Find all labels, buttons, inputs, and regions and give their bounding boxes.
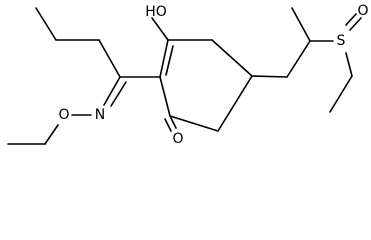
bond-c3-o-double — [164, 118, 172, 132]
bond-c3-c4 — [169, 115, 219, 132]
atom-label-sulfoxide-oxygen: O — [357, 3, 368, 19]
sulfoxide-oxygen-label: O — [357, 3, 368, 19]
hydroxyl-label: HO — [145, 4, 167, 20]
bond-s-ethyl-1 — [345, 52, 353, 77]
oxime-oxygen-label: O — [58, 107, 69, 123]
bond-s-o — [349, 17, 362, 31]
bond-c5-c6 — [211, 39, 253, 77]
bond-o-ethyl-1 — [44, 124, 59, 145]
bond-c-n — [103, 76, 121, 106]
sulfur-label: S — [337, 33, 346, 49]
bond-s-o-double — [345, 13, 357, 26]
bond-c1-c2 — [159, 39, 169, 78]
chemical-structure: HO N O O S O — [7, 3, 369, 147]
ring-bonds — [159, 39, 253, 132]
bond-c5-ch2 — [251, 75, 288, 78]
bond-s-ethyl-2 — [329, 75, 353, 113]
bond-oxime-carbon-propyl-1 — [98, 39, 121, 78]
atom-label-oxime-oxygen: O — [58, 107, 69, 123]
bond-propyl-2-3 — [35, 7, 57, 41]
atom-label-oxime-nitrogen: N — [95, 107, 105, 123]
bond-c1-oh — [151, 17, 169, 41]
bond-c4-c5 — [217, 75, 253, 132]
atom-label-sulfur: S — [337, 33, 346, 49]
bond-c-n-double — [110, 81, 127, 107]
atom-label-hydroxyl: HO — [145, 4, 167, 20]
bond-c2-c3 — [159, 76, 171, 117]
ketone-oxygen-label: O — [172, 131, 183, 147]
nitrogen-label: N — [95, 107, 105, 123]
bond-c1-c2-double — [165, 45, 174, 76]
atom-label-ketone-oxygen: O — [172, 131, 183, 147]
bond-ch-methyl — [291, 7, 311, 42]
bond-ch2-ch — [286, 40, 311, 78]
bond-c3-o — [169, 115, 177, 129]
